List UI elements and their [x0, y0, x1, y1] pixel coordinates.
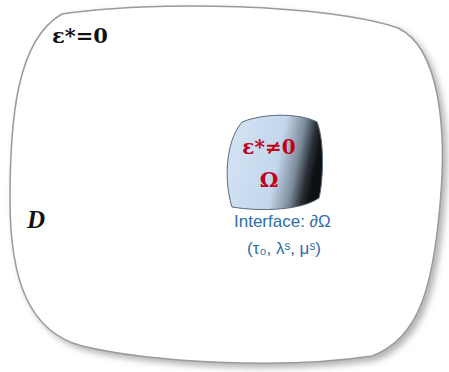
inclusion-outline	[222, 112, 324, 212]
inclusion-region: ε*≠0Ω	[222, 112, 324, 212]
region-symbol: Ω	[260, 168, 279, 191]
interface-parameters: (τ₀, λˢ, μˢ)	[247, 240, 321, 259]
region-symbol: D	[27, 206, 45, 234]
eigenstrain-label: ε*≠0	[242, 136, 295, 158]
eigenstrain-label: ε*=0	[52, 24, 108, 47]
interface-label: Interface: ∂Ω	[234, 213, 331, 232]
